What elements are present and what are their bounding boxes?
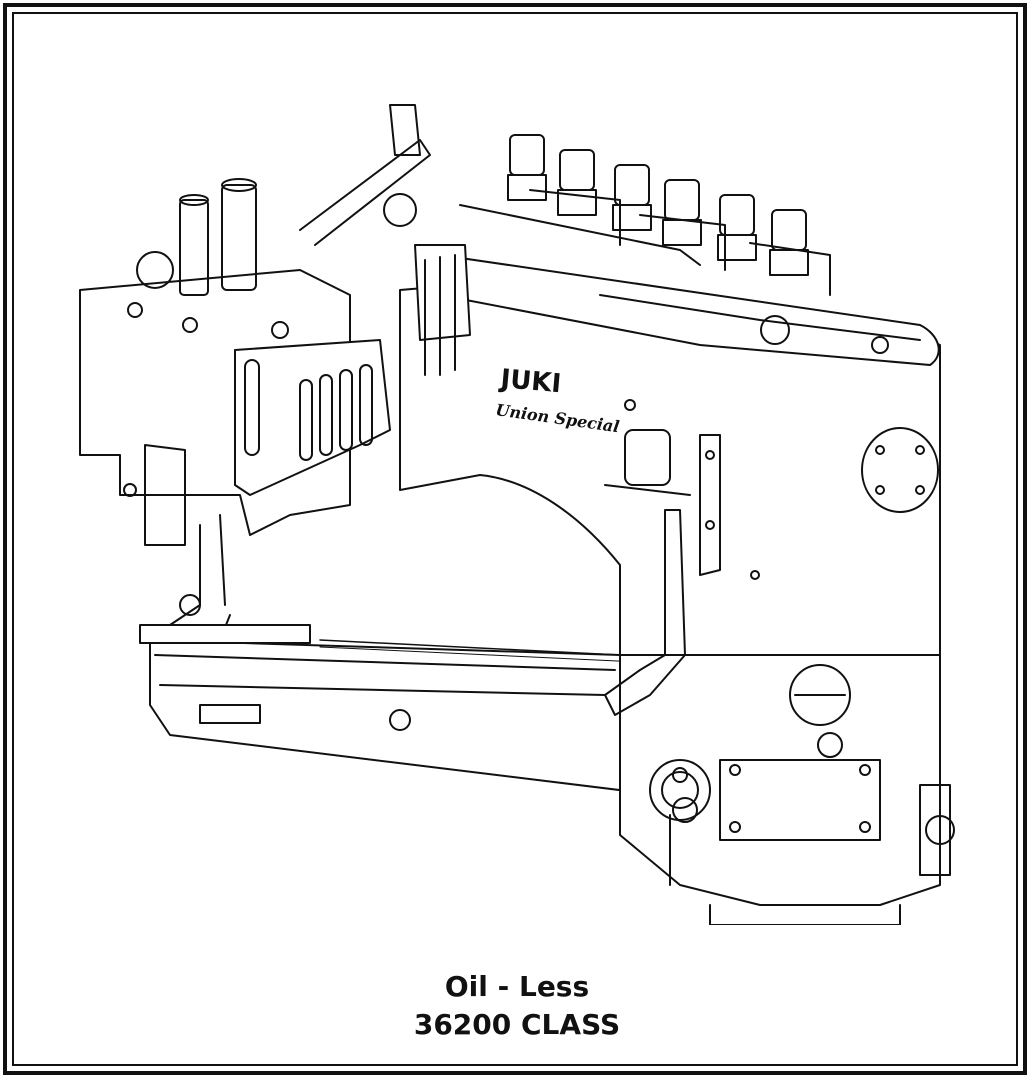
- top-cover: [439, 254, 940, 366]
- thread-guide-arm: [299, 139, 431, 246]
- bed-plate-slot: [199, 704, 261, 724]
- outer-border: [3, 3, 1027, 1075]
- face-cover: [234, 339, 391, 496]
- presser-bar-top: [179, 199, 209, 296]
- side-port-cover: [861, 427, 939, 513]
- presser-foot-area: [139, 514, 311, 644]
- thread-tension-assembly: [459, 134, 831, 296]
- sewing-machine-illustration: JUKI Union Special: [79, 104, 955, 925]
- hand-wheel-hub: [925, 815, 955, 845]
- side-cover-plate: [719, 759, 881, 841]
- juki-logo: JUKI: [497, 364, 562, 399]
- pressure-knob: [136, 251, 174, 289]
- caption-line-2: 36200 CLASS: [413, 1008, 621, 1041]
- bed-screw: [389, 709, 411, 731]
- needle-bar-top: [221, 184, 257, 291]
- caption-line-1: Oil - Less: [444, 970, 590, 1003]
- lift-lever: [604, 509, 686, 716]
- machine-base-housing: [619, 634, 941, 906]
- inner-border: [12, 12, 1018, 1066]
- arm-window: [624, 429, 671, 486]
- round-cover: [789, 664, 851, 726]
- top-tension-knob: [760, 315, 790, 345]
